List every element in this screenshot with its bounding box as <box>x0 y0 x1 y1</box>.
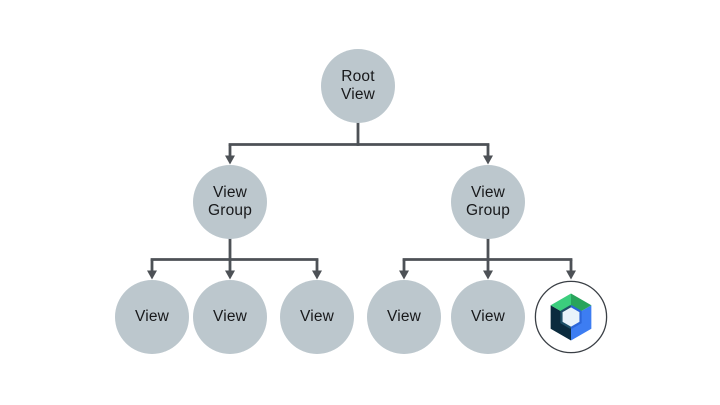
node-label: View <box>470 307 506 325</box>
node-view-right-1: View <box>367 280 441 354</box>
node-root-view: Root View <box>321 49 395 123</box>
arrowheads <box>147 155 576 280</box>
node-view-left-2: View <box>193 280 267 354</box>
node-label: Root View <box>340 67 376 103</box>
node-view-left-3: View <box>280 280 354 354</box>
node-label: View <box>212 307 248 325</box>
node-view-left-1: View <box>115 280 189 354</box>
node-label: View Group <box>207 183 253 219</box>
jetpack-compose-logo-icon <box>534 280 608 354</box>
node-view-group-right: View Group <box>451 165 525 239</box>
node-label: View <box>299 307 335 325</box>
compose-hexagon <box>550 293 592 341</box>
node-view-right-2: View <box>451 280 525 354</box>
node-label: View <box>134 307 170 325</box>
node-compose <box>534 280 608 354</box>
node-label: View <box>386 307 422 325</box>
node-label: View Group <box>465 183 511 219</box>
node-view-group-left: View Group <box>193 165 267 239</box>
